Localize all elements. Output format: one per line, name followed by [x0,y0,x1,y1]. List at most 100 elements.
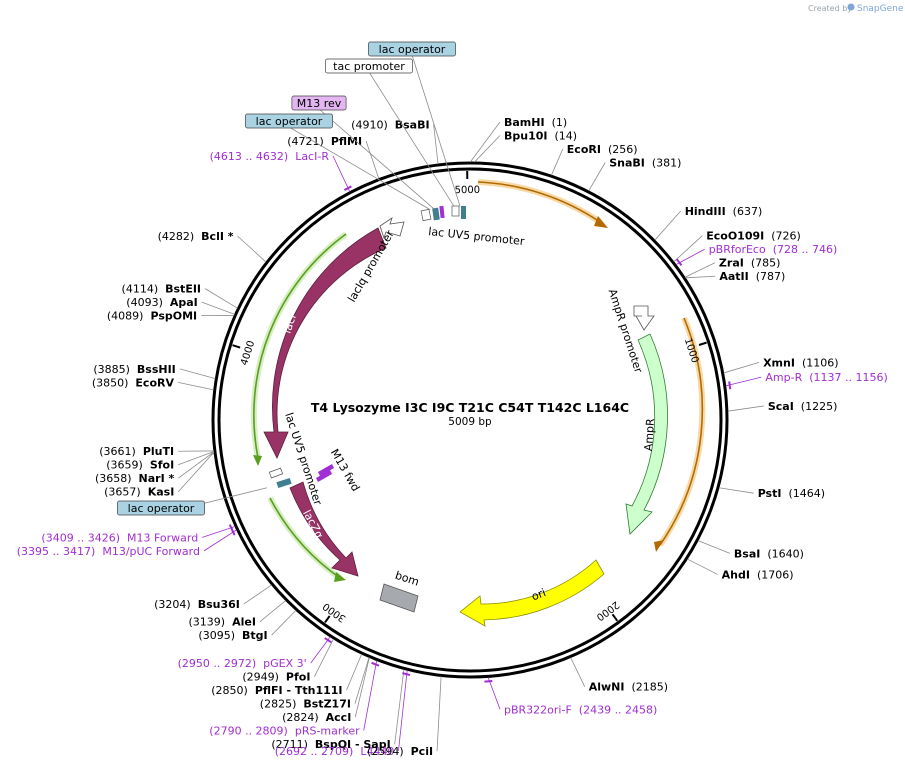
primer-pgex-3: (2950 .. 2972) pGEX 3' [178,657,307,670]
tick-label: 1000 [682,337,700,365]
leaders-layer [177,121,764,752]
label-part: AccI [326,711,352,724]
label-gap [726,205,733,218]
feature-AmpR-label: AmpR [642,418,657,452]
boxed-label-text: tac promoter [333,60,405,73]
site-psti: PstI (1464) [758,487,825,500]
label-part: (4093) [126,296,163,309]
label-gap [248,684,255,697]
site-ecoo109i: EcoO109I (726) [706,230,801,243]
site-leader [551,148,564,176]
boxed-label-bg [368,41,456,57]
site-pfoi: (2949) PfoI [242,671,310,684]
label-part: ApaI [170,296,198,309]
label-part: M13 Forward [127,531,198,544]
label-gap [601,143,608,156]
label-part: PflFI - Tth111I [255,684,343,697]
backbone-outer-ring [211,161,729,679]
site-pluti: (3661) PluTI [99,445,174,458]
feature-lacI: lacI [263,227,387,459]
site-leader [685,275,716,279]
site-leader [673,235,703,263]
site-leader [179,368,216,380]
label-gap [130,363,137,376]
site-pspomi: (4089) PspOMI [107,310,197,323]
site-kasi: (3657) KasI [104,486,174,499]
label-part: PfoI [286,671,311,684]
primer-bar [324,637,332,644]
label-part: EcoO109I [706,230,764,243]
primer-bar [728,381,732,390]
boxed-label-text: lac operator [256,115,323,128]
site-leader [570,657,586,687]
site-leader [177,382,214,391]
boxed-label-bg [245,113,333,129]
label-part: PflMI [331,135,362,148]
boxed-label-leader [318,108,435,210]
label-part: (1106) [802,356,839,369]
primer-bar [230,527,236,536]
primer-leader [675,248,705,265]
label-gap [256,657,263,670]
label-part: (2594) [367,745,404,758]
primer-pbr322ori-f: pBR322ori-F (2439 .. 2458) [504,703,657,716]
feature-ori-label: ori [530,586,548,603]
site-aatii: AatII (787) [719,270,785,283]
site-hindiii: HindIII (637) [685,205,763,218]
label-part: (2790 .. 2809) [209,725,288,738]
label-part: (3095) [198,629,235,642]
feature-lacZa-label: lacZα [300,508,326,541]
label-gap [781,487,788,500]
site-sfoi: (3659) SfoI [106,459,174,472]
label-gap [572,703,579,716]
boxed-label-tac-promoter: tac promoter [325,58,455,207]
site-ecorv: (3850) EcoRV [92,376,175,389]
label-part: (637) [733,205,763,218]
label-part: KasI [148,486,175,499]
label-gap [95,545,102,558]
label-part: Bsu36I [198,598,240,611]
site-leader [204,288,238,309]
site-leader [354,657,370,718]
feature-bom-label: bom [393,569,420,589]
label-gap [163,296,170,309]
label-gap [760,547,767,560]
primer-pbrforeco: pBRforEco (728 .. 746) [709,243,838,256]
site-pflmi: (4721) PflMI [287,135,362,148]
tick-mark [698,341,707,346]
label-part: (4089) [107,310,144,323]
primer-bar [675,258,683,266]
label-gap [143,459,150,472]
site-bsu36i: (3204) Bsu36I [154,598,240,611]
label-part: (4282) [158,230,195,243]
label-part: (381) [652,157,682,170]
label-gap [158,283,165,296]
primer-l4440: (2692 .. 2709) L4440 [275,745,395,758]
site-leader [354,657,370,704]
label-part: AatII [719,270,748,283]
site-bstz17i: (2825) BstZ17I [260,698,351,711]
label-part: pRS-marker [295,725,360,738]
site-leader [178,451,215,466]
boxed-label-text: M13 rev [297,97,342,110]
label-gap [288,150,295,163]
site-leader [654,210,682,241]
primer-leader [398,670,408,752]
primer-bar [371,661,380,667]
site-leader [201,301,235,315]
boxed-label-leader [288,126,431,211]
site-pflfi-tth111i: (2850) PflFI - Tth111I [211,684,342,697]
label-part: NarI * [139,472,175,485]
label-gap [143,310,150,323]
site-leader [474,135,501,163]
label-part: (3395 .. 3417) [17,545,96,558]
label-gap [319,711,326,724]
tick-label: 3000 [321,600,348,624]
site-alwni: AlwNI (2185) [589,681,668,694]
label-gap [404,745,411,758]
site-leader [178,451,215,492]
site-pcii: (2594) PciI [367,745,433,758]
label-part: AhdI [722,568,750,581]
site-leader [588,162,606,192]
label-part: (2825) [260,698,297,711]
